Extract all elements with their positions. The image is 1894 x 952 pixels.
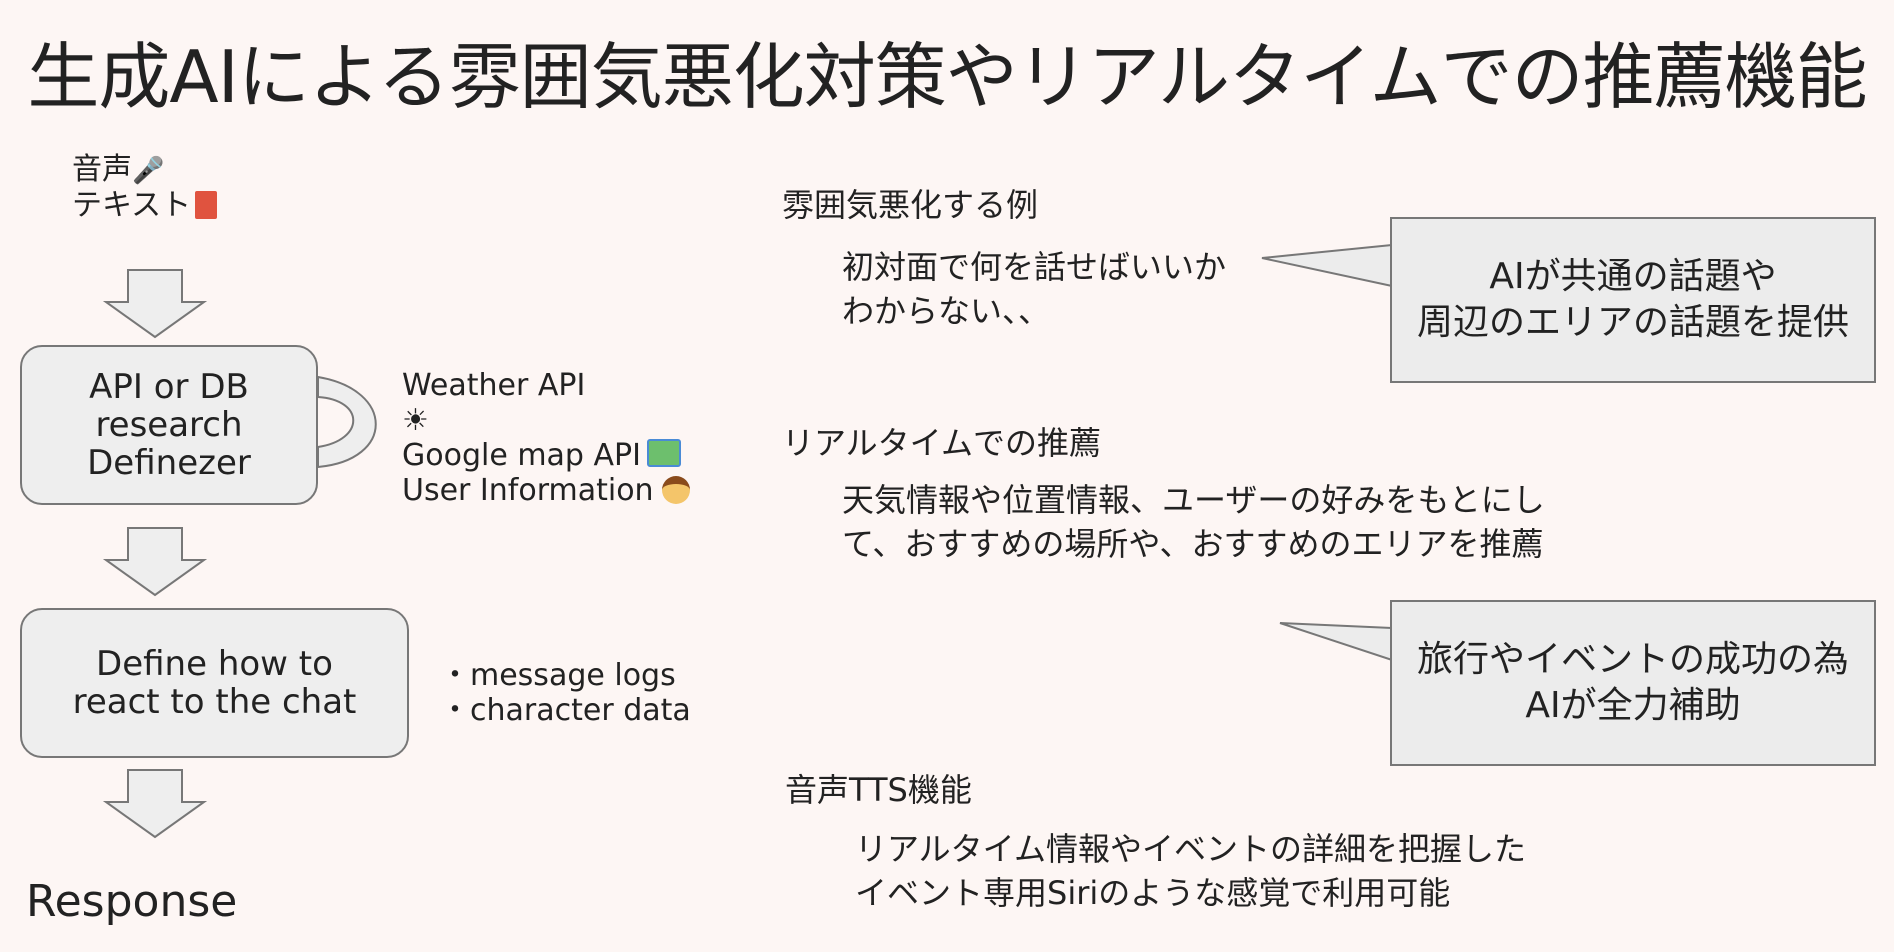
section-text-realtime: 天気情報や位置情報、ユーザーの好みをもとにし て、おすすめの場所や、おすすめのエ…	[842, 481, 1545, 563]
chat-sources-list: ・message logs ・character data	[440, 658, 691, 728]
book-icon	[195, 191, 218, 219]
callout-ai-support: 旅行やイベントの成功の為 AIが全力補助	[1390, 600, 1876, 766]
callout-pointer-2	[1279, 622, 1393, 662]
down-arrow-3	[102, 769, 208, 839]
response-label: Response	[26, 876, 238, 927]
down-arrow-1	[102, 269, 208, 339]
section-text-tts: リアルタイム情報やイベントの詳細を把握した イベント専用Siriのような感覚で利…	[855, 830, 1527, 912]
define-reaction-box: Define how to react to the chat	[20, 608, 409, 758]
input-voice: 音声🎤	[72, 152, 165, 187]
section-heading-tts: 音声TTS機能	[785, 771, 972, 809]
message-logs-label: ・message logs	[440, 658, 676, 693]
callout-topic-provision: AIが共通の話題や 周辺のエリアの話題を提供	[1390, 217, 1876, 383]
callout-pointer-1	[1261, 243, 1393, 288]
loop-connector	[317, 375, 377, 469]
section-heading-realtime: リアルタイムでの推薦	[782, 424, 1102, 462]
section-text-mood: 初対面で何を話せばいいか わからない、、	[842, 248, 1227, 330]
user-face-icon	[661, 476, 690, 504]
input-text: テキスト	[72, 188, 218, 224]
sun-icon: ☀	[402, 403, 429, 438]
down-arrow-2	[102, 527, 208, 597]
map-icon	[646, 439, 681, 467]
page-title: 生成AIによる雰囲気悪化対策やリアルタイムでの推薦機能	[27, 35, 1867, 119]
api-db-research-box: API or DB research Definezer	[20, 345, 318, 505]
google-map-api-item: Google map API	[402, 438, 690, 473]
section-heading-mood: 雰囲気悪化する例	[782, 186, 1039, 224]
character-data-label: ・character data	[440, 693, 691, 728]
api-sources-list: Weather API ☀ Google map API User Inform…	[402, 368, 690, 508]
weather-api-label: Weather API	[402, 368, 586, 403]
user-information-item: User Information	[402, 473, 690, 508]
microphone-icon: 🎤	[132, 156, 165, 186]
